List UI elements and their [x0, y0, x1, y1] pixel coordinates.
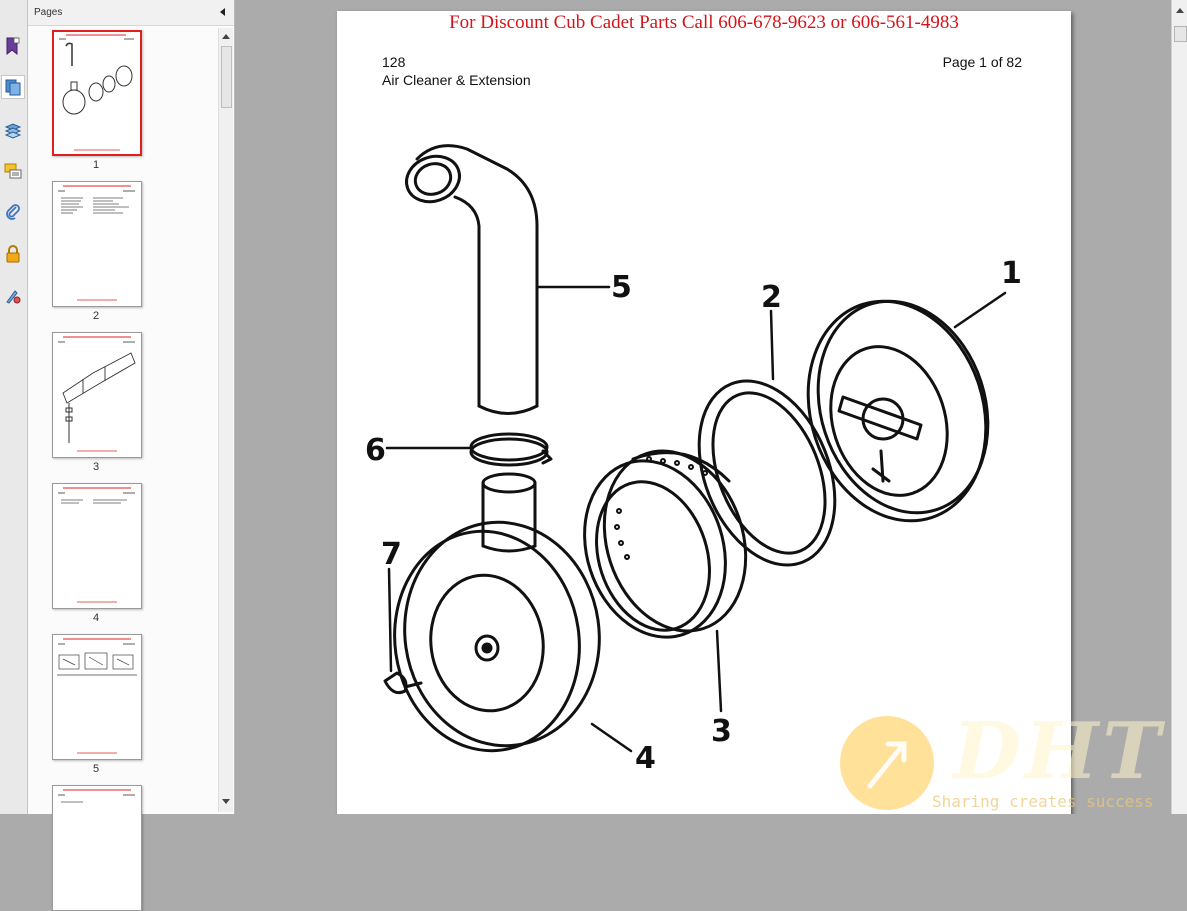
page-thumbnail-label: 3 — [92, 461, 100, 473]
thumbnail-preview — [57, 638, 137, 754]
document-page: For Discount Cub Cadet Parts Call 606-67… — [337, 11, 1071, 814]
callout-label-6: 6 — [365, 433, 386, 468]
callout-label-1: 1 — [1001, 256, 1022, 291]
thumbnail-preview — [58, 487, 135, 603]
page-thumbnail-label: 4 — [92, 612, 100, 624]
section-title: Air Cleaner & Extension — [382, 72, 531, 88]
bookmark-icon[interactable] — [2, 35, 24, 57]
callout-leader-4 — [590, 722, 633, 753]
page-thumbnail-4[interactable] — [52, 483, 142, 609]
page-thumbnail-1[interactable] — [52, 30, 142, 156]
callout-leader-1 — [953, 291, 1007, 329]
page-thumbnail-label: 1 — [92, 159, 100, 171]
pages-panel-scroll-thumb[interactable] — [221, 46, 232, 108]
attachments-icon[interactable] — [2, 201, 24, 223]
pages-panel: Pages 1 — [28, 0, 235, 911]
air-cleaner-exploded-diagram: 1 2 3 4 5 6 7 — [365, 144, 1022, 776]
thumbnail-preview — [58, 789, 135, 803]
callout-leader-7 — [387, 567, 393, 673]
document-viewport[interactable]: For Discount Cub Cadet Parts Call 606-67… — [235, 0, 1171, 814]
page-thumbnail-label: 5 — [92, 763, 100, 775]
thumbnail-preview — [58, 185, 135, 301]
layers-icon[interactable] — [2, 119, 24, 141]
callout-label-7: 7 — [381, 537, 402, 572]
page-thumbnail-3[interactable] — [52, 332, 142, 458]
document-scroll-thumb[interactable] — [1174, 26, 1187, 42]
pages-panel-header: Pages — [28, 0, 234, 26]
page-indicator: Page 1 of 82 — [942, 54, 1022, 70]
security-icon[interactable] — [2, 243, 24, 265]
thumbnail-preview — [58, 336, 136, 452]
comments-icon[interactable] — [2, 160, 24, 182]
navigation-toolbar — [0, 0, 28, 814]
elbow-tube-part — [405, 144, 539, 415]
scroll-up-icon[interactable] — [221, 32, 231, 42]
callout-label-2: 2 — [761, 280, 782, 315]
page-thumbnail-6[interactable] — [52, 785, 142, 911]
page-thumbnail-5[interactable] — [52, 634, 142, 760]
cover-part — [806, 299, 990, 523]
scroll-up-icon[interactable] — [1175, 6, 1185, 16]
pages-panel-title: Pages — [34, 7, 63, 18]
scroll-down-icon[interactable] — [221, 796, 231, 806]
pages-panel-scrollbar[interactable] — [218, 28, 233, 812]
callout-label-5: 5 — [611, 270, 632, 305]
document-scrollbar[interactable] — [1171, 0, 1187, 814]
gasket-ring-part — [697, 379, 837, 567]
signatures-icon[interactable] — [2, 285, 24, 307]
callout-label-4: 4 — [635, 741, 656, 776]
page-thumbnail-label: 2 — [92, 310, 100, 322]
filter-element-part — [583, 449, 748, 639]
pages-icon[interactable] — [1, 75, 25, 99]
hose-clamp-part — [469, 432, 553, 467]
model-number: 128 — [382, 54, 406, 70]
callout-leader-3 — [715, 629, 723, 713]
thumbnail-preview — [59, 34, 134, 151]
page-thumbnail-2[interactable] — [52, 181, 142, 307]
air-cleaner-housing-part — [383, 472, 601, 753]
discount-parts-banner: For Discount Cub Cadet Parts Call 606-67… — [449, 12, 959, 33]
collapse-panel-icon[interactable] — [218, 7, 228, 17]
callout-label-3: 3 — [711, 714, 732, 749]
callout-leader-2 — [769, 309, 775, 381]
